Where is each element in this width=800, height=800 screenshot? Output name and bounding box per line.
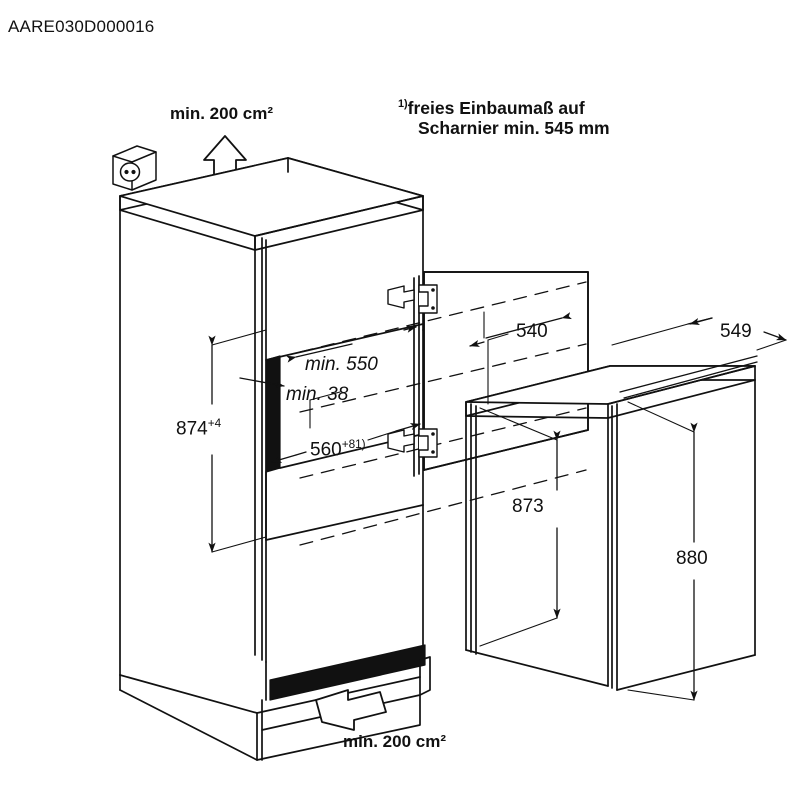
dimension-label-880: 880 xyxy=(676,548,708,569)
hinge-note-marker: 1) xyxy=(398,98,408,110)
dimension-label-min-38: min. 38 xyxy=(286,384,349,405)
dim-874-tolerance: +4 xyxy=(207,417,222,430)
dimension-549 xyxy=(611,317,787,351)
dim-560-footnote: 1) xyxy=(355,438,366,451)
dimension-880 xyxy=(627,401,698,701)
door-hinge-icon xyxy=(387,284,438,458)
dimension-560 xyxy=(271,423,421,463)
dim-874-value: 874 xyxy=(176,418,208,440)
document-id: AARE030D000016 xyxy=(8,17,155,36)
dim-560-value: 560 xyxy=(310,439,342,461)
vent-top-label: min. 200 cm² xyxy=(170,104,273,123)
appliance-body xyxy=(465,355,758,691)
dimension-873 xyxy=(479,407,561,647)
ventilation-arrow-in-icon xyxy=(315,689,387,731)
hinge-note-line1: 1)freies Einbaumaß auf xyxy=(398,99,585,117)
dim-560-sup: +81) xyxy=(342,438,366,451)
dimension-label-873: 873 xyxy=(512,496,544,517)
dimension-label-874: 874+4 xyxy=(176,417,222,440)
dimension-min-550 xyxy=(286,325,417,363)
cabinet-door-open xyxy=(299,271,589,546)
dimension-label-549: 549 xyxy=(720,321,752,342)
vent-bottom-label: min. 200 cm² xyxy=(343,732,446,751)
hinge-note-line2: Scharnier min. 545 mm xyxy=(418,118,610,138)
kitchen-cabinet-niche xyxy=(119,157,431,761)
dim-560-tolerance: +8 xyxy=(341,438,356,451)
dimension-874 xyxy=(208,329,267,553)
power-socket-icon xyxy=(112,145,157,191)
dimension-min-38 xyxy=(239,377,341,429)
dimension-label-min-550: min. 550 xyxy=(305,354,378,375)
dimension-540 xyxy=(469,311,573,405)
dimension-label-560: 560+81) xyxy=(310,438,366,461)
hinge-note-text1: freies Einbaumaß auf xyxy=(407,97,585,118)
dimension-label-540: 540 xyxy=(516,321,548,342)
